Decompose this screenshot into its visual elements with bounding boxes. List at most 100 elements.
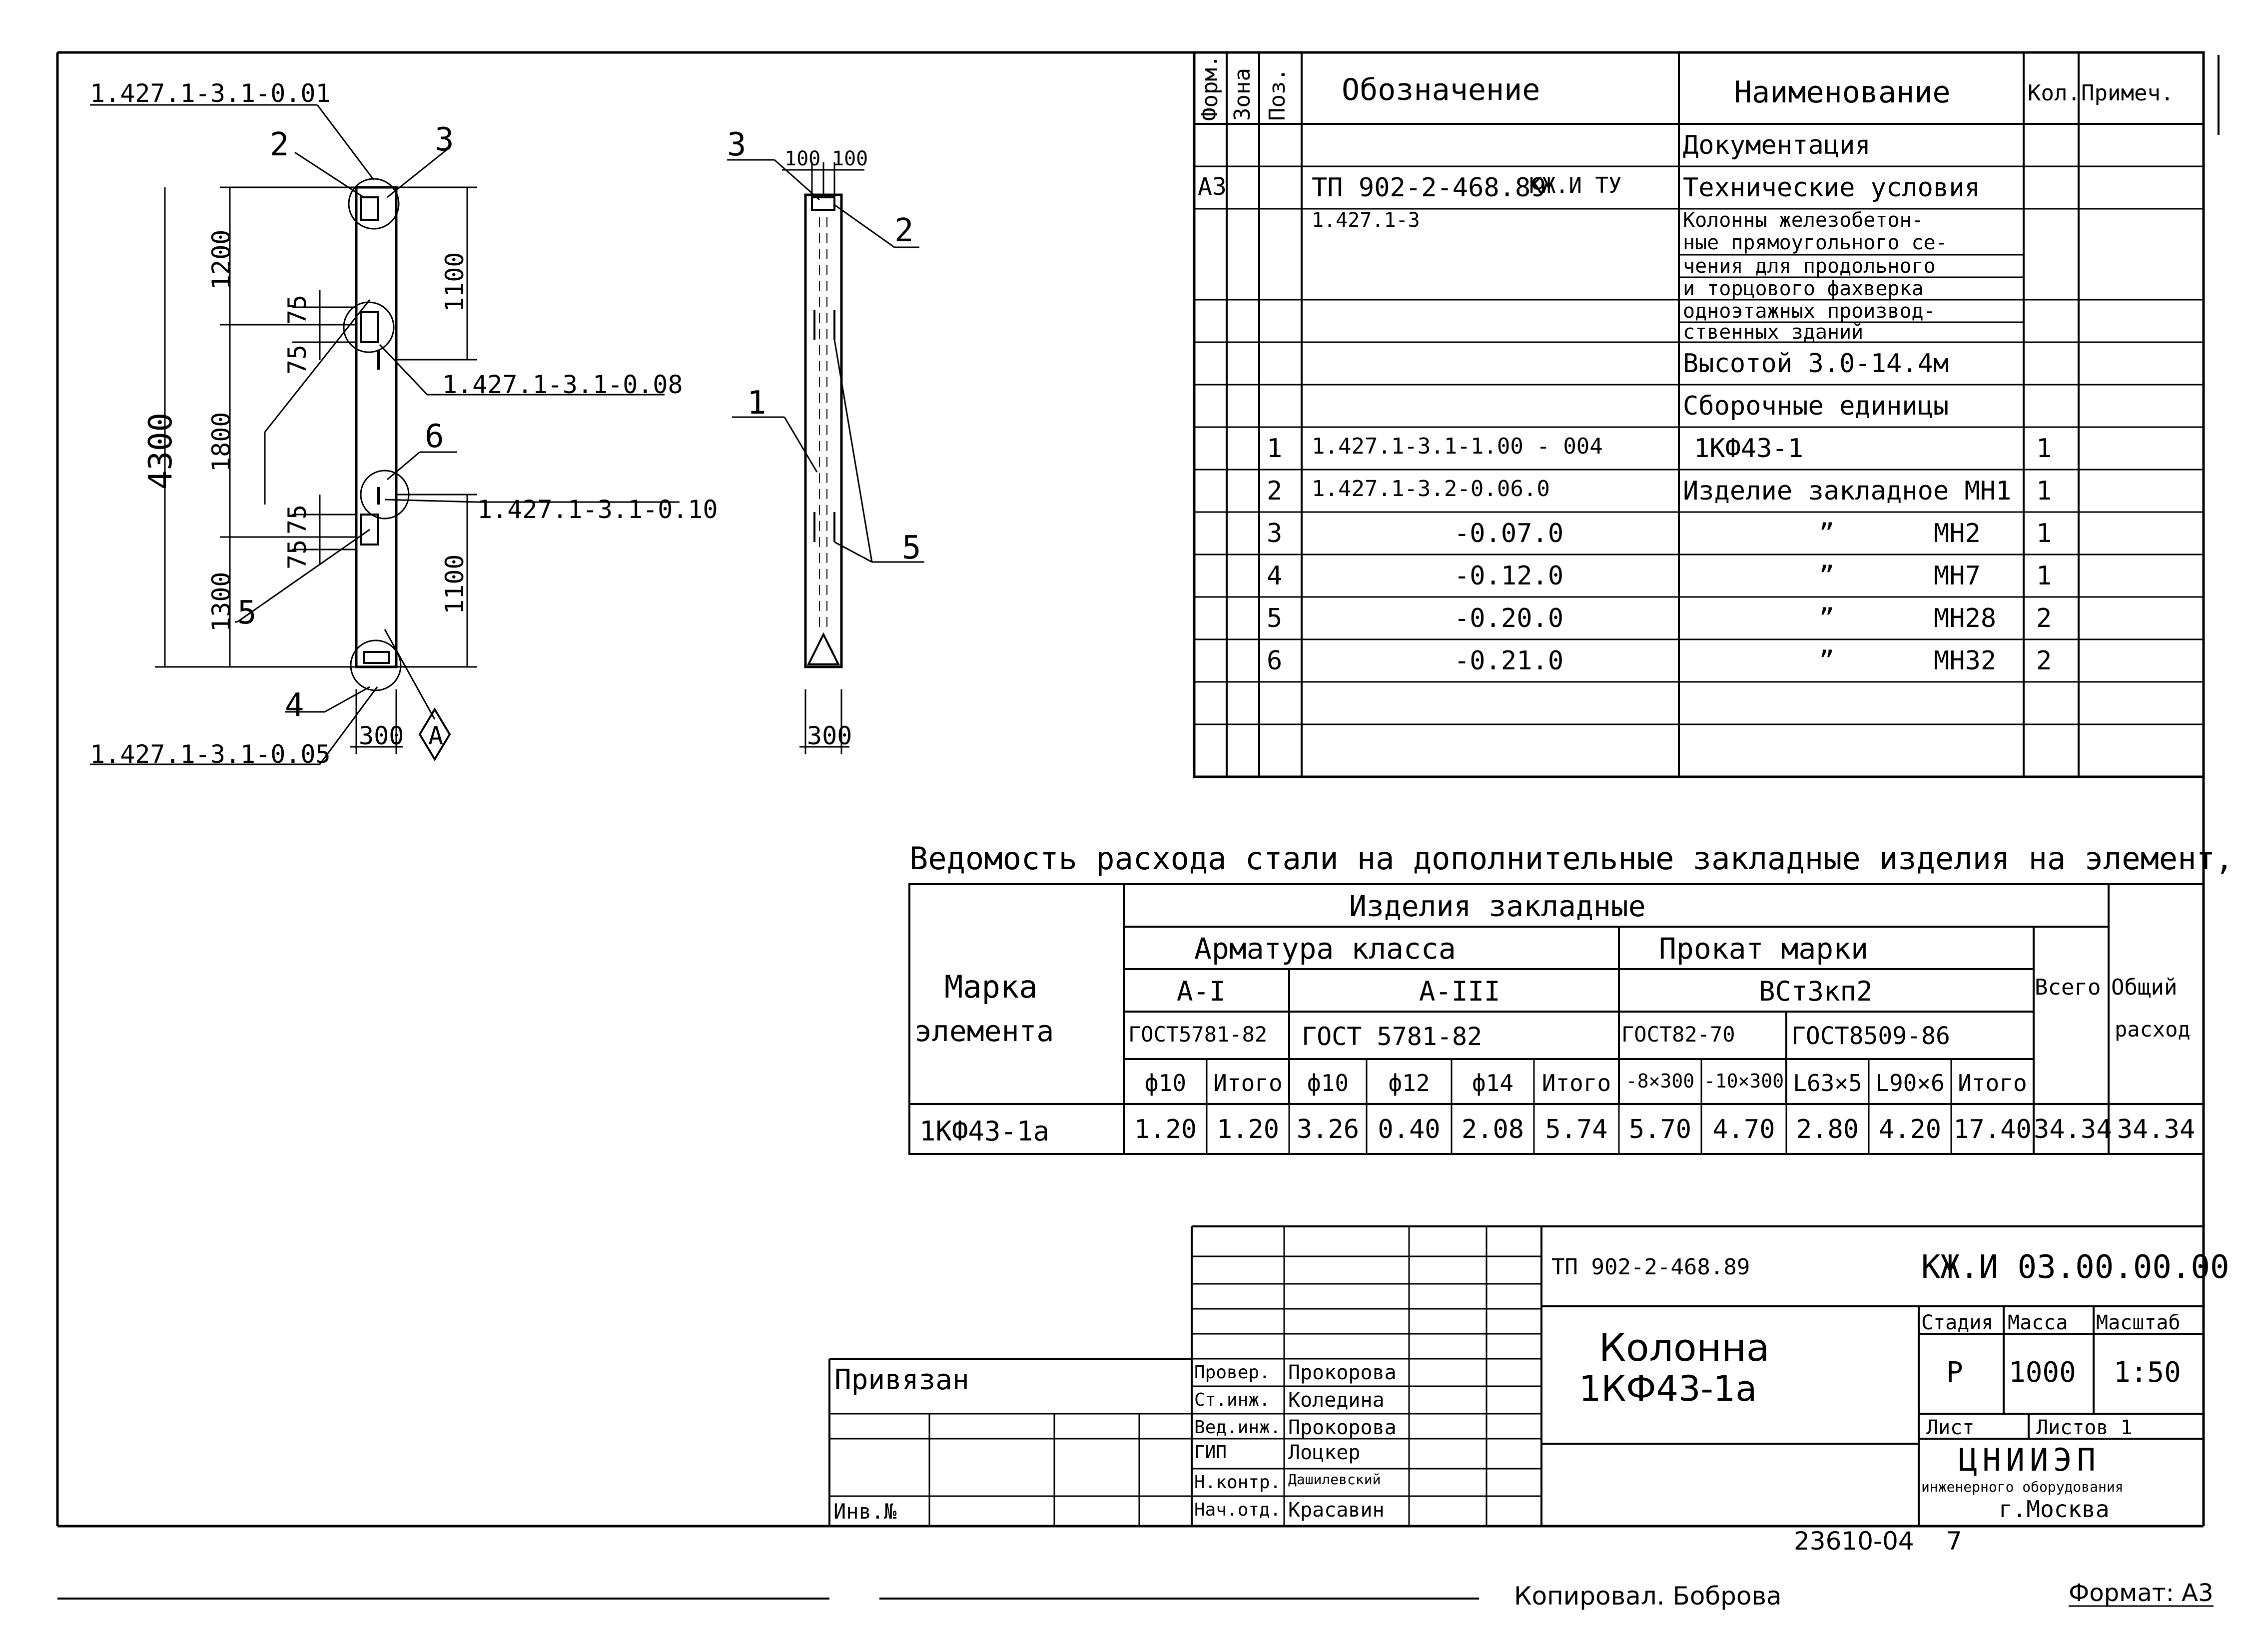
steel-subheader: Итого bbox=[1958, 1070, 2027, 1097]
stamp-sheet-code: КЖ.И 03.00.00.00 bbox=[1921, 1249, 2230, 1286]
stamp-org2: инженерного оборудования bbox=[1921, 1479, 2124, 1495]
side-pos-3: 3 bbox=[727, 126, 747, 163]
stamp-title1: Колонна bbox=[1599, 1325, 1770, 1370]
steel-value: 4.70 bbox=[1712, 1114, 1775, 1144]
stamp-role: Вед.инж. bbox=[1194, 1417, 1281, 1438]
spec-cell-name: ” bbox=[1819, 518, 1835, 549]
steel-head-general2: расход bbox=[2115, 1017, 2191, 1042]
stamp-head-stage: Стадия bbox=[1921, 1311, 1994, 1334]
pos-label-5: 5 bbox=[237, 594, 257, 631]
dim-1100-lower: 1100 bbox=[440, 554, 469, 614]
steel-head-mark: Марка bbox=[944, 969, 1038, 1005]
steel-value: 1.20 bbox=[1134, 1114, 1197, 1144]
spec-cell-qty: 1 bbox=[2036, 560, 2052, 591]
spec-cell-name: чения для продольного bbox=[1683, 254, 1936, 278]
stamp-privyazan: Привязан bbox=[834, 1364, 969, 1396]
spec-cell-designation: 1.427.1-3 bbox=[1312, 208, 1420, 232]
stamp-person: Дашилевский bbox=[1288, 1471, 1381, 1488]
spec-cell-name: Сборочные единицы bbox=[1683, 391, 1949, 421]
steel-subheader: ф10 bbox=[1144, 1070, 1187, 1097]
spec-cell-pos: 2 bbox=[1267, 476, 1283, 506]
spec-cell-designation: -0.07.0 bbox=[1454, 518, 1564, 549]
steel-table-lines bbox=[908, 883, 2205, 1155]
steel-head-vst: ВСт3кп2 bbox=[1759, 976, 1873, 1007]
dim-width-300: 300 bbox=[359, 721, 404, 750]
spec-head-name: Наименование bbox=[1734, 75, 1951, 110]
spec-cell-name: Изделие закладное МН1 bbox=[1683, 476, 2012, 506]
steel-value: 17.40 bbox=[1953, 1114, 2032, 1144]
spec-cell-name: Технические условия bbox=[1683, 172, 1980, 203]
steel-head-gost5781b: ГОСТ 5781-82 bbox=[1302, 1022, 1483, 1051]
side-pos-2: 2 bbox=[894, 212, 914, 249]
steel-value: 2.08 bbox=[1461, 1114, 1524, 1144]
side-pos-5: 5 bbox=[902, 530, 921, 566]
stamp-role: ГИП bbox=[1194, 1442, 1227, 1463]
stamp-org1: ЦНИИЭП bbox=[1959, 1442, 2101, 1478]
spec-cell-pos: 4 bbox=[1267, 560, 1283, 591]
stamp-person: Прокорова bbox=[1288, 1361, 1397, 1384]
spec-cell-qty: 1 bbox=[2036, 518, 2052, 549]
stamp-head-mass: Масса bbox=[2008, 1311, 2068, 1334]
stamp-role: Н.контр. bbox=[1194, 1472, 1281, 1493]
steel-head-items: Изделия закладные bbox=[1349, 889, 1646, 923]
stamp-person: Красавин bbox=[1288, 1499, 1385, 1522]
steel-value: 5.74 bbox=[1545, 1114, 1608, 1144]
spec-cell-name: ” bbox=[1819, 603, 1835, 633]
column-elevation bbox=[90, 104, 680, 765]
view-a-label: А bbox=[428, 721, 444, 750]
stamp-role: Нач.отд. bbox=[1194, 1500, 1281, 1520]
ref-label-010: 1.427.1-3.1-0.10 bbox=[477, 495, 718, 524]
steel-head-gost8509: ГОСТ8509-86 bbox=[1791, 1022, 1950, 1050]
steel-subheader: -8×300 bbox=[1625, 1070, 1695, 1092]
spec-head-qty: Кол. bbox=[2028, 80, 2081, 106]
pos-label-6: 6 bbox=[425, 418, 444, 455]
side-dim-300: 300 bbox=[807, 721, 852, 750]
stamp-sheet: Лист bbox=[1926, 1416, 1975, 1439]
stamp-inv: Инв.№ bbox=[833, 1499, 897, 1524]
spec-cell-name: одноэтажных производ- bbox=[1683, 299, 1936, 323]
steel-head-general: Общий bbox=[2111, 975, 2178, 1000]
spec-cell-designation: 1.427.1-3.2-0.06.0 bbox=[1312, 476, 1550, 502]
spec-cell-name: Документация bbox=[1683, 130, 1871, 160]
stamp-person: Прокорова bbox=[1288, 1416, 1397, 1439]
stamp-person: Лоцкер bbox=[1288, 1441, 1361, 1464]
steel-head-mark2: элемента bbox=[914, 1014, 1054, 1048]
steel-value: 34.34 bbox=[2117, 1114, 2196, 1144]
spec-cell-pos: 6 bbox=[1267, 645, 1283, 676]
steel-title: Ведомость расхода стали на дополнительны… bbox=[909, 840, 2243, 877]
steel-subheader: L90×6 bbox=[1875, 1070, 1945, 1097]
stamp-scale: 1:50 bbox=[2114, 1356, 2181, 1389]
dim-total: 4300 bbox=[142, 412, 179, 490]
spec-cell-designation: ТП 902-2-468.89 bbox=[1312, 172, 1546, 203]
spec-cell-name: Колонны железобетон- bbox=[1683, 208, 1924, 232]
spec-cell-designation2: КЖ.И ТУ bbox=[1529, 172, 1622, 198]
spec-cell-designation: -0.12.0 bbox=[1454, 560, 1564, 591]
steel-head-gost82: ГОСТ82-70 bbox=[1621, 1022, 1735, 1047]
ref-label-005: 1.427.1-3.1-0.05 bbox=[90, 740, 331, 769]
steel-head-a1: А-I bbox=[1177, 976, 1226, 1007]
spec-cell-qty: 2 bbox=[2036, 603, 2052, 633]
spec-cell-name: ” bbox=[1819, 645, 1835, 676]
dim-100-b: 100 bbox=[832, 147, 868, 170]
spec-cell-name2: МН32 bbox=[1934, 645, 1997, 676]
steel-head-total: Всего bbox=[2035, 975, 2101, 1000]
pos-label-2: 2 bbox=[270, 126, 289, 163]
steel-value: 3.26 bbox=[1296, 1114, 1360, 1144]
spec-cell-name: 1КФ43-1 bbox=[1694, 433, 1804, 464]
steel-subheader: L63×5 bbox=[1793, 1070, 1862, 1097]
stamp-sheets: Листов 1 bbox=[2036, 1416, 2133, 1439]
steel-subheader: Итого bbox=[1213, 1070, 1283, 1097]
pos-label-4: 4 bbox=[285, 687, 304, 724]
dim-100-a: 100 bbox=[784, 147, 821, 170]
ref-label-001: 1.427.1-3.1-0.01 bbox=[90, 79, 331, 108]
spec-head-pos: Поз. bbox=[1265, 68, 1290, 121]
steel-value: 1.20 bbox=[1216, 1114, 1280, 1144]
spec-cell-qty: 1 bbox=[2036, 476, 2052, 506]
stamp-stage: Р bbox=[1946, 1356, 1963, 1389]
steel-value: 34.34 bbox=[2034, 1114, 2112, 1144]
spec-cell-name2: МН7 bbox=[1934, 560, 1981, 591]
spec-cell-qty: 2 bbox=[2036, 645, 2052, 676]
spec-cell-name: ” bbox=[1819, 560, 1835, 591]
footer-number: 23610-04 bbox=[1794, 1527, 1914, 1556]
